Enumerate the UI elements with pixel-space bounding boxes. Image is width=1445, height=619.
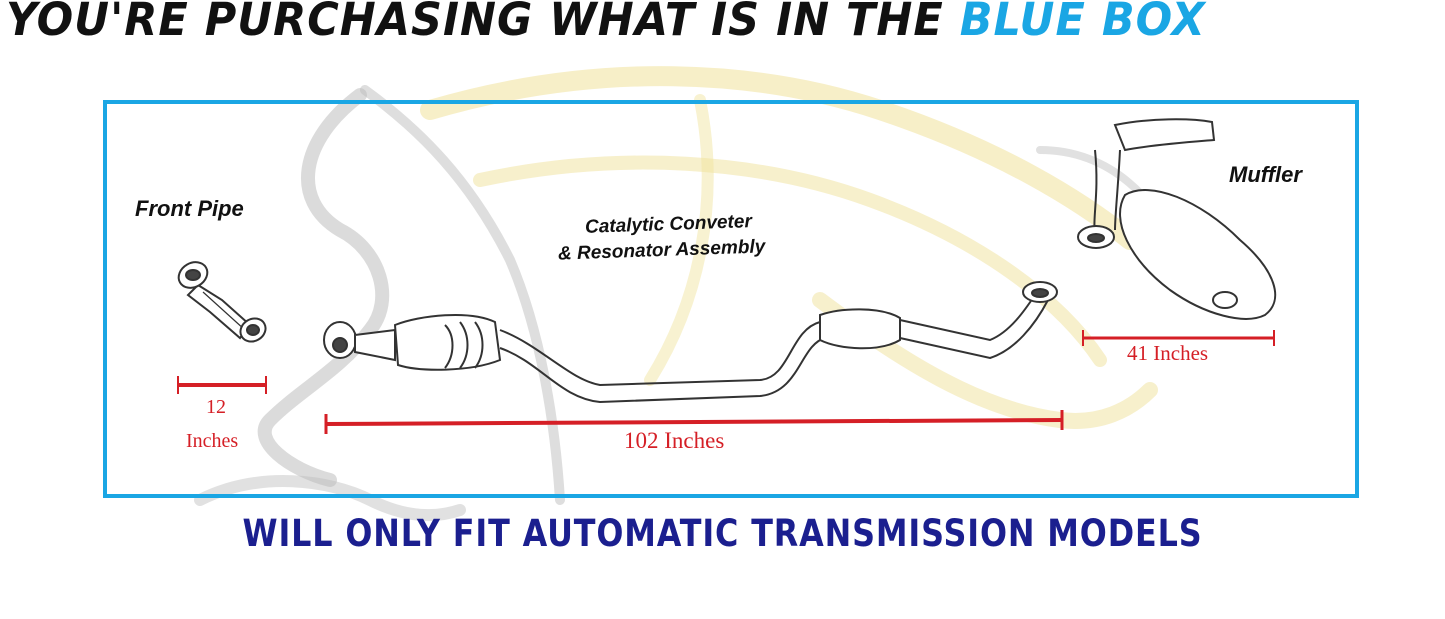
catalytic-dimension-line (325, 418, 1063, 426)
catalytic-dimension-value: 102 Inches (624, 428, 725, 453)
dimension-lines (177, 330, 1275, 434)
front-pipe-label: Front Pipe (135, 196, 244, 221)
transmission-notice: WILL ONLY FIT AUTOMATIC TRANSMISSION MOD… (101, 512, 1344, 555)
front-pipe-drawing (177, 261, 267, 343)
muffler-label: Muffler (1229, 162, 1302, 187)
catalytic-assembly-drawing (323, 281, 1058, 404)
muffler-drawing (1077, 118, 1277, 320)
blue-box-frame (103, 100, 1359, 498)
headline-highlight: BLUE BOX (959, 0, 1206, 47)
headline-text: YOU'RE PURCHASING WHAT IS IN THE (6, 0, 960, 47)
muffler-dimension-value: 41 Inches (1127, 341, 1209, 365)
page-headline: YOU'RE PURCHASING WHAT IS IN THE BLUE BO… (6, 0, 1441, 46)
front-pipe-dimension-value: 12 (206, 396, 226, 418)
transmission-notice-text: WILL ONLY FIT AUTOMATIC TRANSMISSION MOD… (242, 512, 1203, 555)
front-pipe-dimension-unit: Inches (186, 430, 239, 452)
